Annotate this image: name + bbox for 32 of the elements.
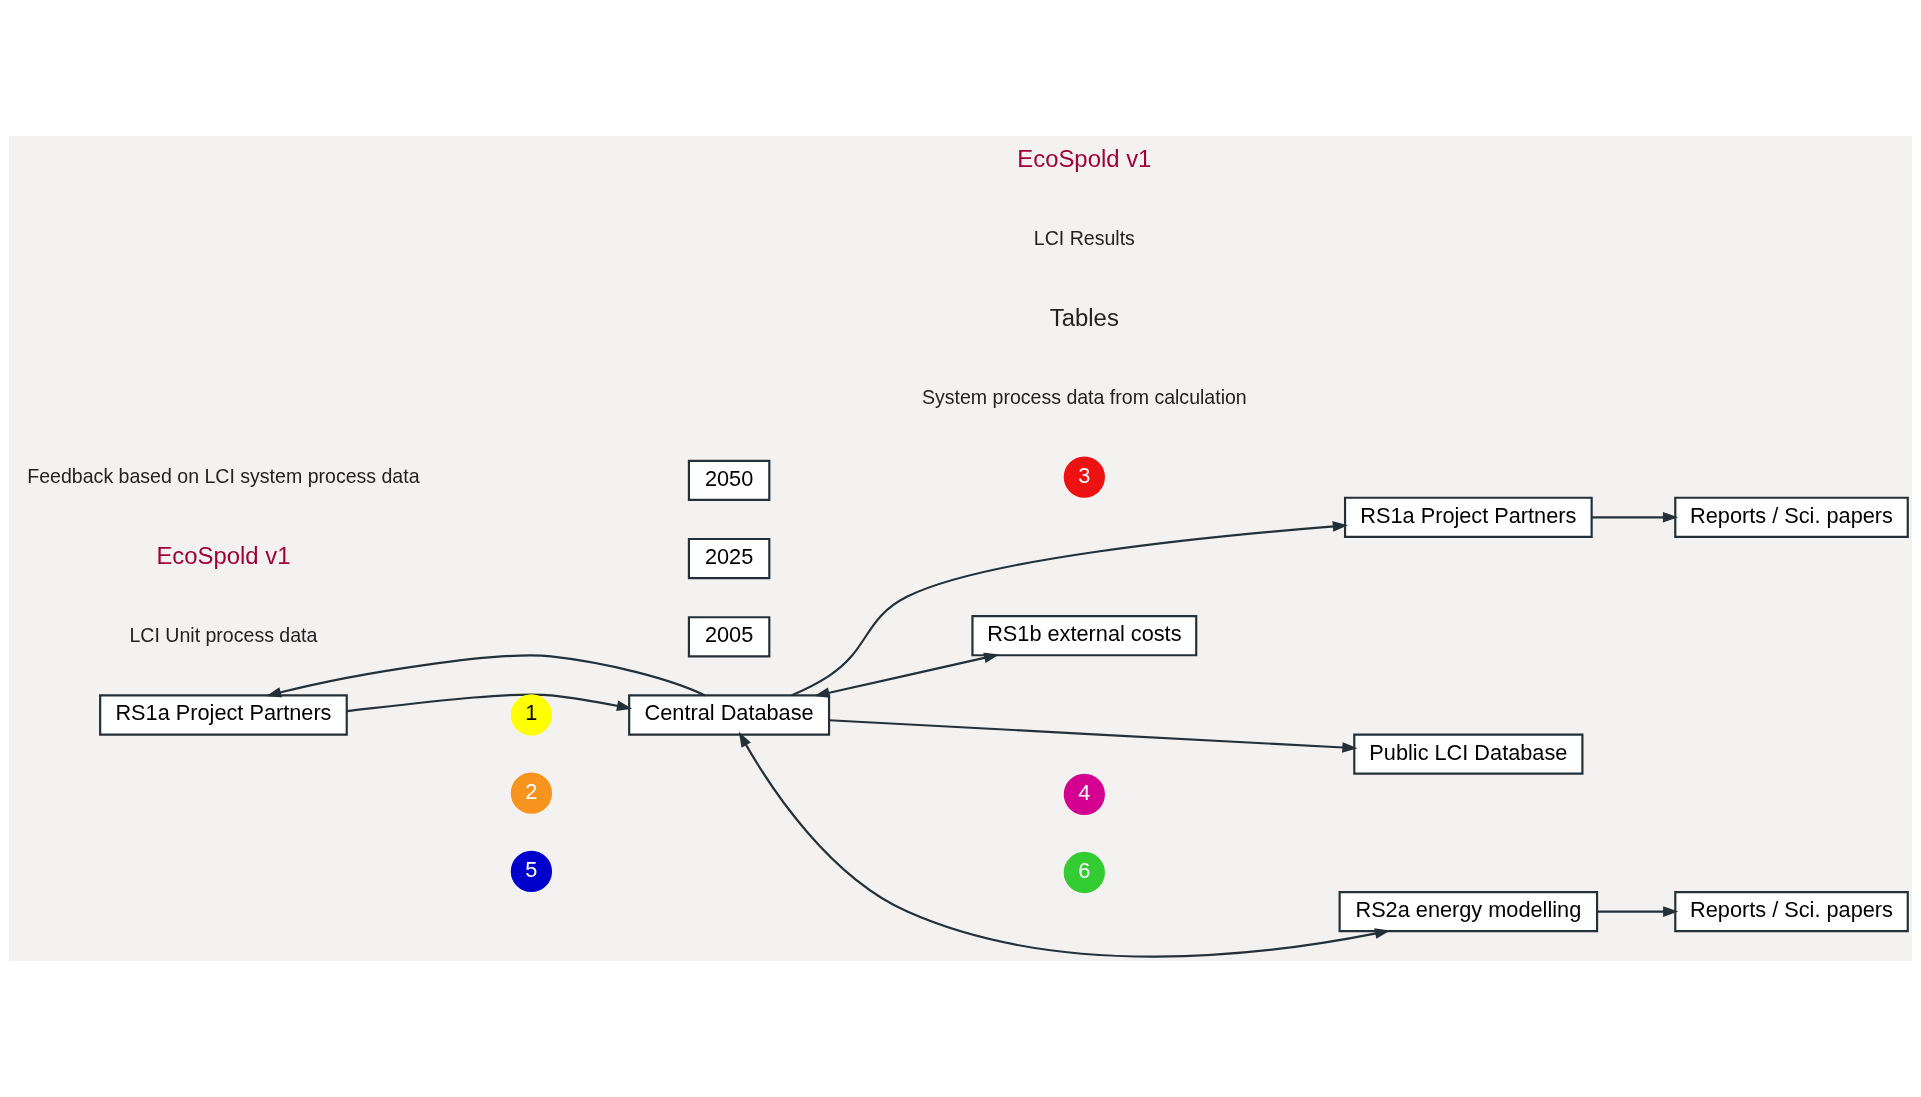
node-circle: 2	[510, 772, 553, 814]
node-circle: 3	[1063, 456, 1105, 498]
node-box: Central Database	[628, 694, 831, 736]
arrow	[266, 654, 706, 698]
arrow	[1591, 511, 1679, 523]
label: EcoSpold v1	[1017, 145, 1152, 173]
node-box: 2050	[687, 459, 771, 501]
arrow	[814, 652, 1000, 698]
node-box: RS1b external costs	[971, 615, 1198, 657]
node-circle: 1	[510, 694, 553, 736]
arrow	[346, 693, 633, 713]
arrow	[791, 521, 1349, 697]
node-box: Public LCI Database	[1353, 733, 1584, 775]
label: LCI Unit process data	[129, 623, 318, 646]
node-circle: 5	[510, 850, 553, 893]
node-box: 2025	[687, 537, 771, 580]
label: System process data from calculation	[921, 385, 1247, 408]
node-box: RS1a Project Partners	[1343, 496, 1593, 538]
label: Tables	[1049, 303, 1119, 331]
node-box: RS1a Project Partners	[99, 694, 348, 736]
label: EcoSpold v1	[156, 541, 291, 569]
node-box: Reports / Sci. papers	[1674, 890, 1909, 933]
arrow	[829, 719, 1358, 753]
node-circle: 4	[1063, 773, 1105, 815]
label: LCI Results	[1033, 227, 1135, 250]
node-circle: 6	[1063, 851, 1105, 894]
node-box: Reports / Sci. papers	[1674, 496, 1909, 538]
arrow	[1597, 906, 1679, 917]
node-box: 2005	[687, 616, 771, 658]
arrow	[738, 731, 1391, 958]
label: Feedback based on LCI system process data	[27, 464, 420, 487]
node-box: RS2a energy modelling	[1338, 890, 1599, 933]
